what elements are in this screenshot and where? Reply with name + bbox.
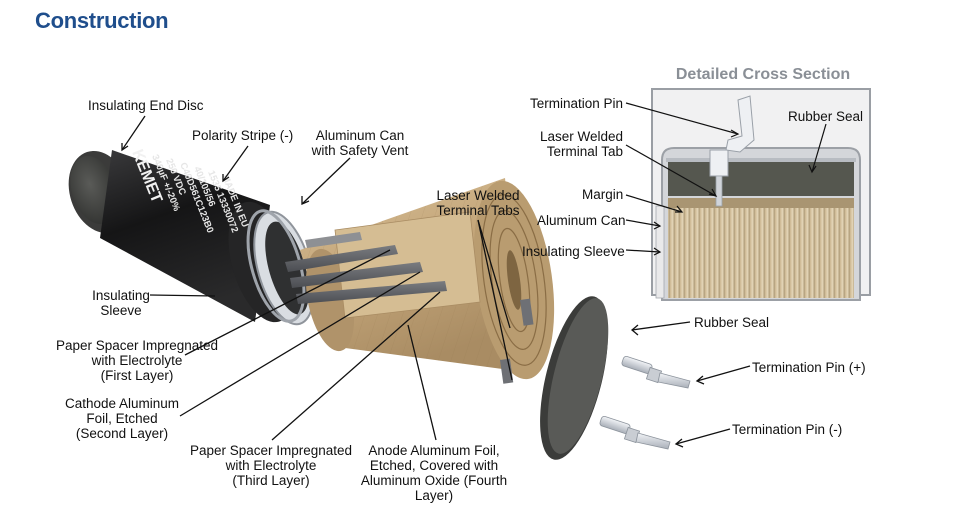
label-paper-spacer-third: Paper Spacer Impregnated with Electrolyt…	[189, 443, 353, 488]
termination-pin-negative	[599, 415, 671, 450]
cross-section-title: Detailed Cross Section	[675, 66, 851, 83]
cs-label-aluminum-can: Aluminum Can	[537, 213, 626, 228]
cs-label-margin: Margin	[582, 187, 624, 202]
label-insulating-sleeve: Insulating Sleeve	[92, 288, 150, 318]
label-rubber-seal: Rubber Seal	[694, 315, 770, 330]
cs-label-termination-pin: Termination Pin	[530, 96, 624, 111]
cs-label-laser-welded-tab: Laser Welded Terminal Tab	[539, 129, 623, 159]
label-aluminum-can-vent: Aluminum Can with Safety Vent	[311, 128, 409, 158]
terminal-tabs	[500, 298, 534, 384]
label-paper-spacer-first: Paper Spacer Impregnated with Electrolyt…	[55, 338, 219, 383]
label-laser-welded-tabs: Laser Welded Terminal Tabs	[436, 188, 520, 218]
cs-label-rubber-seal: Rubber Seal	[788, 109, 864, 124]
label-termination-pin-positive: Termination Pin (+)	[752, 360, 866, 375]
foil-strips	[285, 232, 447, 304]
label-termination-pin-negative: Termination Pin (-)	[732, 422, 843, 437]
label-polarity-stripe: Polarity Stripe (-)	[192, 128, 294, 143]
label-insulating-end-disc: Insulating End Disc	[88, 98, 204, 113]
termination-pin-positive	[621, 355, 691, 389]
rubber-seal	[540, 296, 609, 460]
leader-lines	[121, 115, 751, 448]
label-cathode-foil: Cathode Aluminum Foil, Etched (Second La…	[64, 396, 180, 441]
label-anode-foil: Anode Aluminum Foil, Etched, Covered wit…	[360, 443, 508, 503]
page-title: Construction	[35, 8, 169, 33]
cs-label-insulating-sleeve: Insulating Sleeve	[522, 244, 625, 259]
